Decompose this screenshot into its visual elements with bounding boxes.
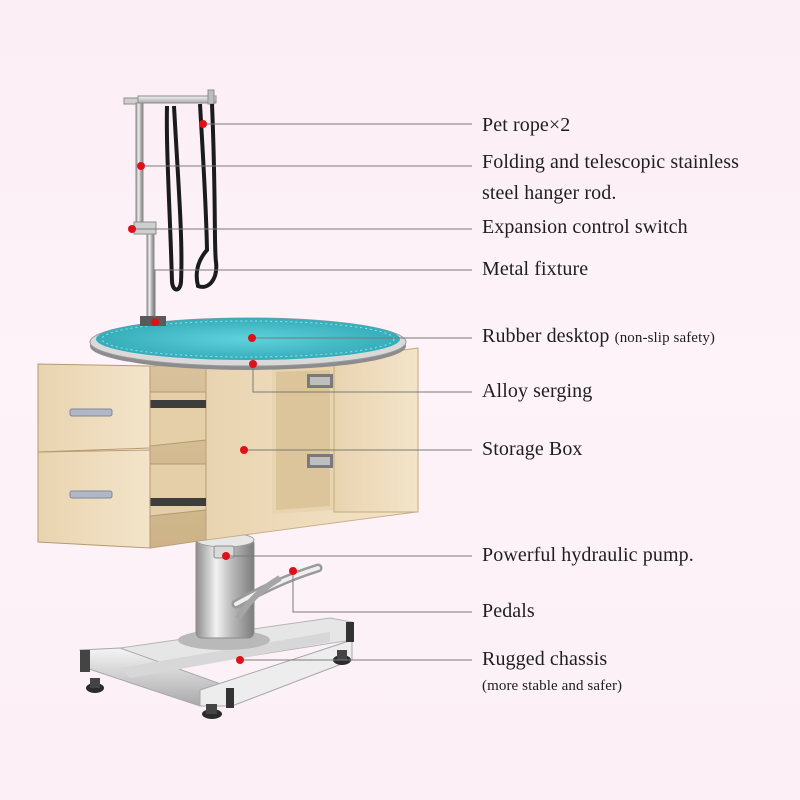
marker-hydraulic-pump [222,552,230,560]
leader-pedals [292,571,472,613]
label-rugged-chassis: Rugged chassis (more stable and safer) [482,644,622,697]
label-rubber-desktop-note: (non-slip safety) [614,330,716,346]
leader-alloy-serging [252,364,472,393]
label-expansion-switch-text: Expansion control switch [482,216,688,238]
label-hydraulic-pump-text: Powerful hydraulic pump. [482,544,694,566]
marker-dots [128,120,297,664]
label-expansion-switch: Expansion control switch [482,212,688,243]
label-rugged-chassis-text: Rugged chassis [482,648,608,670]
marker-pet-rope [199,120,207,128]
label-rubber-desktop: Rubber desktop (non-slip safety) [482,321,715,354]
pet-ropes [164,103,219,292]
marker-rugged-chassis [236,656,244,664]
label-rugged-chassis-note: (more stable and safer) [482,678,623,694]
label-storage-box: Storage Box [482,434,583,465]
label-pet-rope: Pet rope×2 [482,110,570,141]
marker-storage-box [240,446,248,454]
label-hanger-rod: Folding and telescopic stainless steel h… [482,147,739,209]
leader-metal-fixture [154,269,472,322]
marker-alloy-serging [249,360,257,368]
leader-lines [132,123,472,661]
label-pedals-text: Pedals [482,600,535,622]
marker-rubber-desktop [248,334,256,342]
hydraulic-pump [178,532,270,650]
marker-pedals [289,567,297,575]
label-hanger-rod-line1: Folding and telescopic stainless [482,151,740,173]
label-alloy-serging: Alloy serging [482,376,592,407]
label-metal-fixture-text: Metal fixture [482,258,589,280]
label-hanger-rod-line2: steel hanger rod. [482,182,617,204]
rugged-chassis [79,617,354,719]
rubber-desktop [89,317,407,370]
label-metal-fixture: Metal fixture [482,254,588,285]
storage-cabinet [37,347,419,549]
marker-metal-fixture [151,318,159,326]
pedal-lever [231,563,323,620]
marker-expansion-switch [128,225,136,233]
label-pet-rope-text: Pet rope×2 [482,114,571,136]
label-rubber-desktop-text: Rubber desktop [482,325,610,347]
label-hydraulic-pump: Powerful hydraulic pump. [482,540,694,571]
marker-hanger-rod [137,162,145,170]
label-alloy-serging-text: Alloy serging [482,380,593,402]
label-pedals: Pedals [482,596,535,627]
label-storage-box-text: Storage Box [482,438,583,460]
